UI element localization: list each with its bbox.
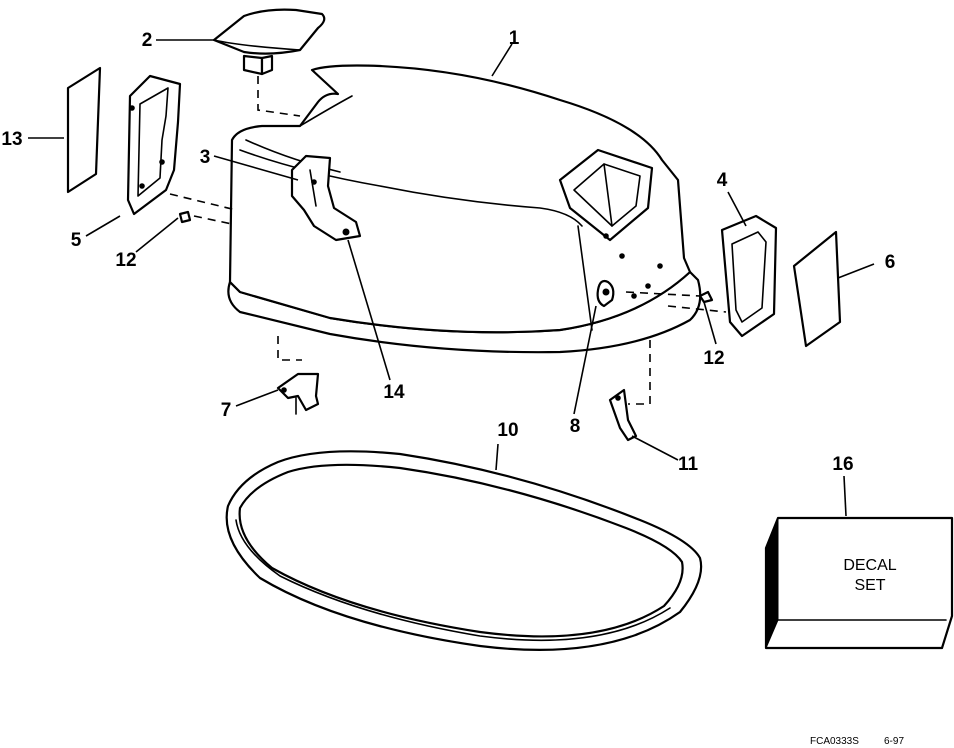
callout-5: 5 xyxy=(71,230,82,251)
knob xyxy=(596,279,615,308)
leader-lines xyxy=(28,39,875,517)
callout-7: 7 xyxy=(221,400,232,421)
callout-12-right: 12 xyxy=(703,348,724,369)
right-bracket xyxy=(608,388,638,442)
callout-10: 10 xyxy=(497,420,518,441)
callout-14: 14 xyxy=(383,382,405,403)
callouts: 1 2 3 4 5 6 7 8 10 11 12 12 13 14 16 xyxy=(1,28,895,475)
callout-4: 4 xyxy=(717,170,728,191)
decal-label-line2: SET xyxy=(854,577,885,594)
engine-cover xyxy=(227,64,702,354)
grille-frame xyxy=(720,214,778,338)
figure-code-id: FCA0333S xyxy=(810,736,859,747)
pins xyxy=(178,210,714,304)
callout-13: 13 xyxy=(1,129,22,150)
decal-box: DECAL SET xyxy=(764,516,954,650)
callout-16: 16 xyxy=(832,454,853,475)
latch-assembly xyxy=(290,154,362,242)
figure-code: FCA0333S 6-97 xyxy=(810,736,904,747)
callout-1: 1 xyxy=(509,28,520,49)
decal-label-line1: DECAL xyxy=(843,557,896,574)
left-bracket xyxy=(276,372,320,415)
side-panel xyxy=(126,74,182,216)
callout-8: 8 xyxy=(570,416,581,437)
callout-12-left: 12 xyxy=(115,250,136,271)
base-seal xyxy=(225,450,703,651)
right-plate xyxy=(792,230,842,348)
callout-11: 11 xyxy=(678,454,699,475)
alignment-lines xyxy=(169,76,727,405)
top-cap xyxy=(212,8,326,76)
callout-6: 6 xyxy=(885,252,896,273)
side-plate xyxy=(66,66,102,194)
callout-3: 3 xyxy=(200,147,211,168)
figure-code-date: 6-97 xyxy=(884,736,904,747)
callout-2: 2 xyxy=(142,30,153,51)
